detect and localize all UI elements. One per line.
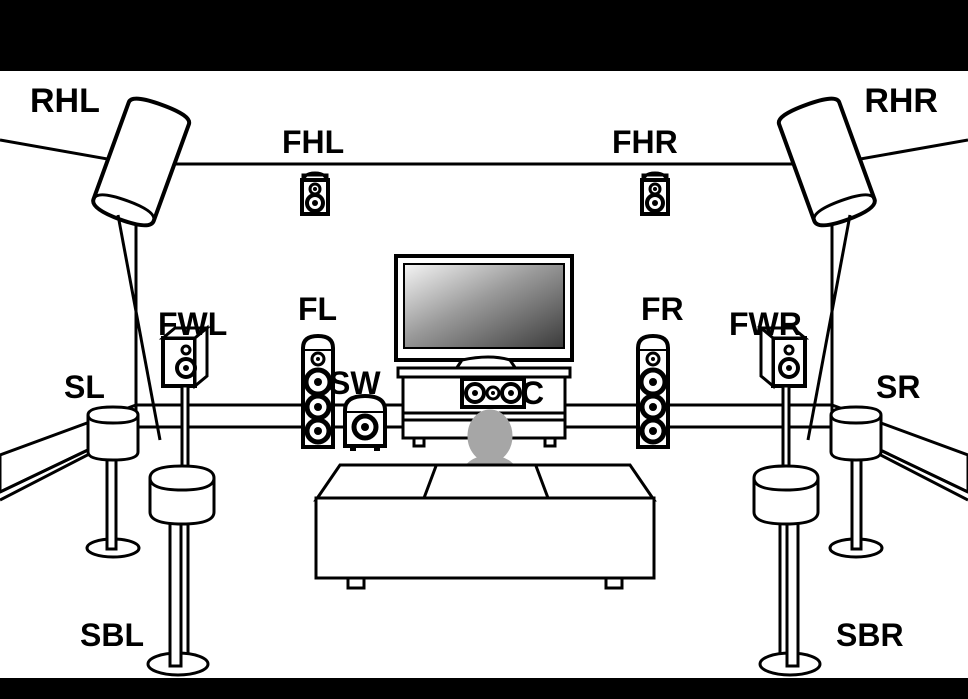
- speaker-RHL: [91, 96, 192, 228]
- sofa-body: [314, 496, 656, 580]
- sofa: [313, 463, 657, 590]
- speaker-FHR: [640, 171, 670, 216]
- label-FHR: FHR: [612, 124, 678, 160]
- center-speaker: [460, 377, 526, 409]
- speaker-SBL: [146, 464, 216, 677]
- label-SBR: SBR: [836, 617, 904, 653]
- speaker-SL: [85, 405, 141, 559]
- letterbox-top: [0, 0, 968, 71]
- fwr-stand-post: [781, 384, 791, 478]
- speaker-SR: [828, 405, 884, 559]
- speaker-RHR: [776, 96, 877, 228]
- label-SW: SW: [329, 365, 381, 401]
- label-FL: FL: [298, 291, 337, 327]
- sofa-backrest: [313, 463, 657, 502]
- label-SBL: SBL: [80, 617, 144, 653]
- sbl-post: [168, 518, 183, 668]
- sofa-foot-right: [604, 576, 624, 590]
- label-SL: SL: [64, 369, 105, 405]
- speaker-SW: [343, 393, 387, 451]
- tv-stand-foot-left: [412, 436, 426, 448]
- tv-stand-foot-right: [543, 436, 557, 448]
- speaker-labels: RHL RHR FHL FHR FWL FL SW C FR FWR SL SR…: [30, 82, 938, 653]
- speaker-FR: [636, 333, 670, 449]
- label-RHL: RHL: [30, 82, 100, 120]
- label-FR: FR: [641, 291, 684, 327]
- label-FHL: FHL: [282, 124, 344, 160]
- rhl-mount-line: [116, 214, 162, 441]
- label-SR: SR: [876, 369, 920, 405]
- label-RHR: RHR: [864, 82, 938, 120]
- label-C: C: [521, 375, 544, 411]
- letterbox-bottom: [0, 678, 968, 699]
- fwl-stand-post: [180, 384, 190, 478]
- label-FWR: FWR: [729, 306, 802, 342]
- speaker-FL: [301, 333, 335, 449]
- speaker-SBR: [752, 464, 822, 677]
- speaker-FHL: [300, 171, 330, 216]
- sbr-post: [785, 518, 800, 668]
- sr-post: [850, 453, 863, 551]
- speaker-FWL: [158, 324, 212, 668]
- rhr-mount-line: [806, 214, 852, 441]
- television: [394, 254, 574, 375]
- label-FWL: FWL: [158, 306, 227, 342]
- sl-post: [105, 453, 118, 551]
- sofa-foot-left: [346, 576, 366, 590]
